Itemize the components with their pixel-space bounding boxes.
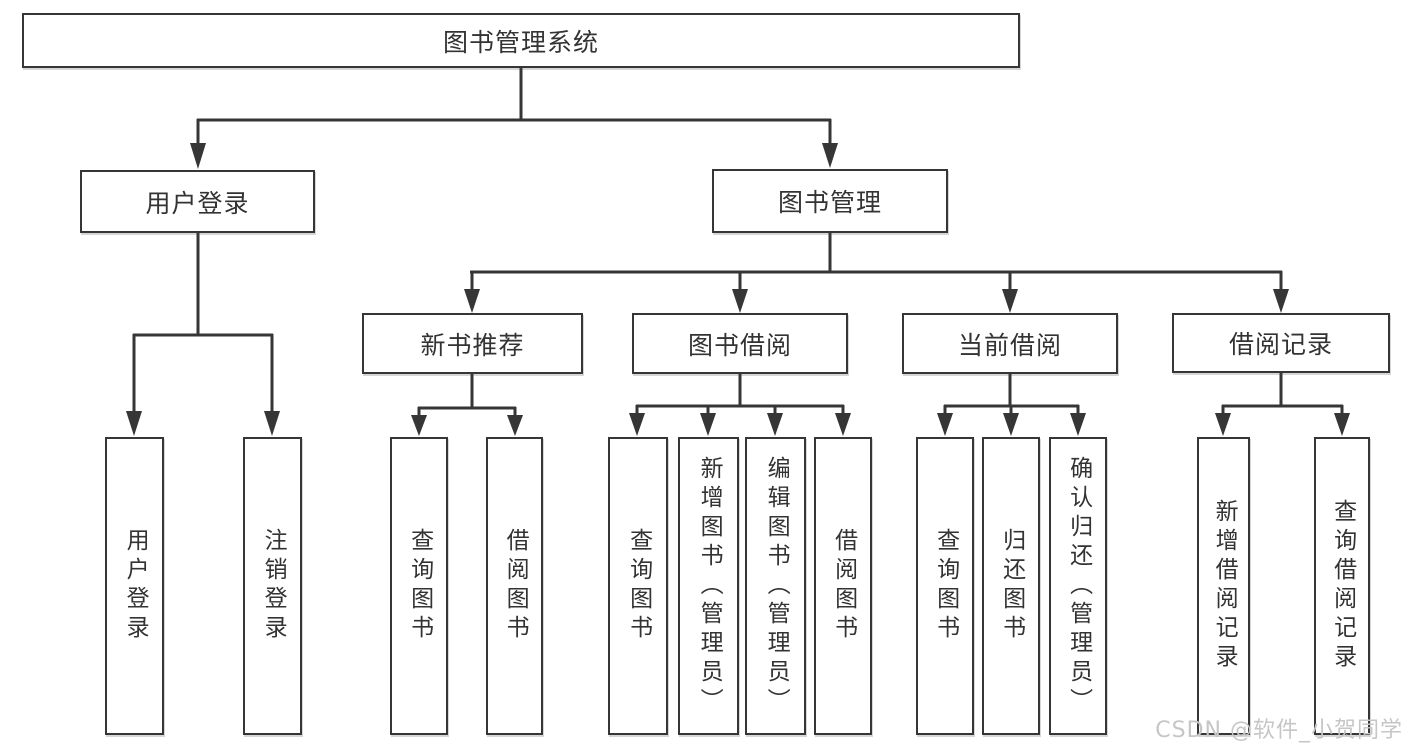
leaf-borrow-books: 借阅图书	[814, 437, 872, 735]
node-current-borrow: 当前借阅	[902, 313, 1118, 374]
node-book-management: 图书管理	[712, 169, 948, 233]
leaf-return-book: 归还图书	[982, 437, 1040, 735]
leaf-logout: 注销登录	[243, 437, 302, 735]
leaf-borrow-books-recommend: 借阅图书	[486, 437, 543, 735]
node-book-borrow: 图书借阅	[632, 313, 848, 374]
leaf-query-borrow-record: 查询借阅记录	[1314, 437, 1370, 735]
leaf-add-borrow-record: 新增借阅记录	[1197, 437, 1250, 735]
leaf-add-book-admin: 新增图书（管理员）	[678, 437, 739, 735]
leaf-edit-book-admin: 编辑图书（管理员）	[745, 437, 806, 735]
node-root-system: 图书管理系统	[22, 13, 1020, 68]
leaf-query-books-borrow: 查询图书	[608, 437, 668, 735]
leaf-query-books-recommend: 查询图书	[390, 437, 448, 735]
leaf-user-login: 用户登录	[105, 437, 164, 735]
node-borrow-records: 借阅记录	[1172, 313, 1390, 373]
node-user-login: 用户登录	[80, 170, 315, 233]
leaf-confirm-return-admin: 确认归还（管理员）	[1049, 437, 1107, 735]
leaf-query-books-current: 查询图书	[916, 437, 974, 735]
csdn-watermark: CSDN @软件_小贺同学	[1155, 718, 1403, 743]
node-new-book-recommend: 新书推荐	[362, 313, 583, 374]
